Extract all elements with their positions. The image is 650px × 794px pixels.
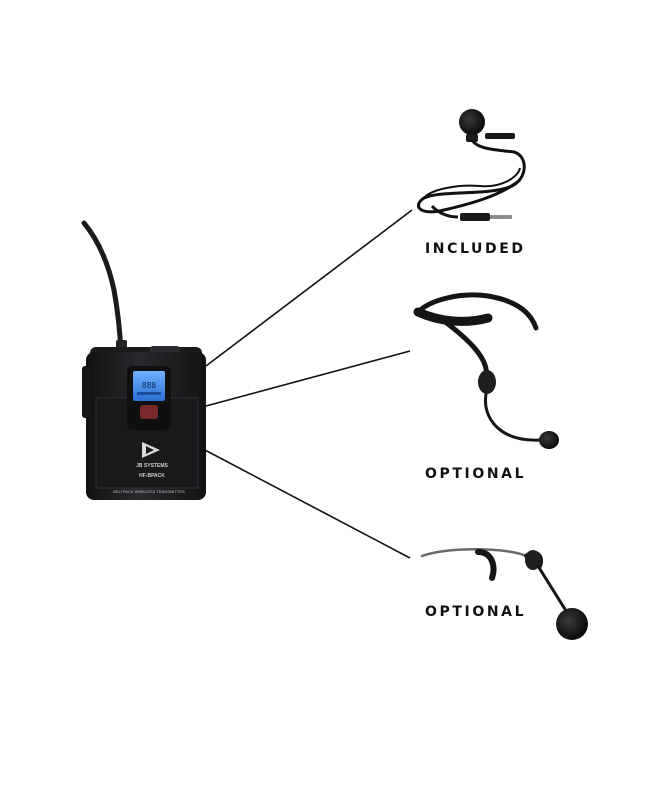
connector-line-optional-2 (202, 448, 411, 559)
ear-hook-headset-microphone-icon (420, 547, 588, 640)
tagline-text: BELTPACK WIRELESS TRANSMITTER (113, 489, 185, 494)
connector-line-included (205, 209, 413, 367)
caption-optional-headset: OPTIONAL (425, 466, 527, 482)
model-text: HF-BPACK (139, 473, 165, 479)
caption-included: INCLUDED (425, 241, 526, 257)
brand-logo-icon (142, 442, 160, 458)
lavalier-microphone-icon (417, 109, 526, 221)
connector-line-optional-1 (205, 350, 411, 407)
power-button (140, 405, 158, 419)
caption-optional-earhook: OPTIONAL (425, 604, 527, 620)
brand-text: JB SYSTEMS (136, 463, 168, 469)
svg-text:888: 888 (142, 381, 157, 390)
antenna (81, 220, 124, 355)
connector-lines (202, 209, 413, 559)
neckband-headset-microphone-icon (413, 292, 559, 449)
beltpack-transmitter: 888 JB SYSTEMS HF-BPACK BELTPACK WIRELES… (81, 220, 206, 500)
